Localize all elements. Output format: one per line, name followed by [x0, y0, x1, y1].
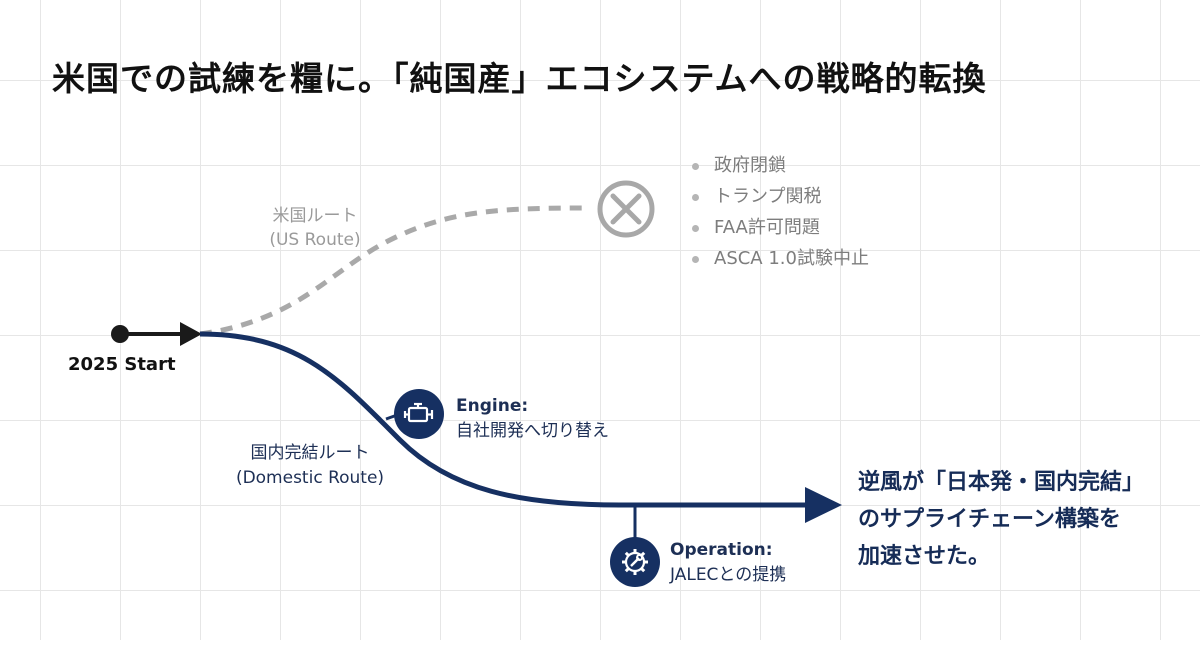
issue-item: 政府閉鎖	[692, 150, 869, 181]
gear-wrench-icon	[610, 537, 660, 587]
bullet-icon	[692, 194, 699, 201]
us-route-path	[199, 205, 591, 337]
engine-callout-title: Engine:	[456, 396, 529, 416]
blocked-x-icon	[597, 180, 655, 238]
start-marker	[111, 322, 202, 346]
operation-callout-detail: JALECとの提携	[670, 565, 787, 585]
issue-item: ASCA 1.0試験中止	[692, 243, 869, 274]
background-grid	[0, 0, 1200, 640]
domestic-route-label: 国内完結ルート (Domestic Route)	[210, 441, 410, 491]
engine-callout: Engine: 自社開発へ切り替え	[456, 394, 609, 444]
start-label: 2025 Start	[68, 354, 176, 375]
us-route-label-jp: 米国ルート	[272, 206, 358, 226]
result-line: 加速させた。	[858, 544, 991, 569]
page-title: 米国での試練を糧に。「純国産」エコシステムへの戦略的転換	[52, 59, 987, 98]
domestic-route-path	[199, 331, 808, 508]
domestic-route-arrowhead	[805, 487, 842, 523]
domestic-route-label-jp: 国内完結ルート	[250, 443, 370, 463]
engine-icon	[394, 389, 444, 439]
issue-item: トランプ関税	[692, 181, 869, 212]
domestic-route-label-en: (Domestic Route)	[235, 468, 385, 488]
bullet-icon	[692, 225, 699, 232]
operation-callout-title: Operation:	[670, 540, 773, 560]
operation-callout: Operation: JALECとの提携	[670, 538, 786, 588]
engine-callout-detail: 自社開発へ切り替え	[456, 421, 609, 441]
bullet-icon	[692, 256, 699, 263]
result-message: 逆風が「日本発・国内完結」 のサプライチェーン構築を 加速させた。	[858, 464, 1144, 575]
us-route-label: 米国ルート (US Route)	[240, 204, 390, 252]
issue-item: FAA許可問題	[692, 212, 869, 243]
bullet-icon	[692, 163, 699, 170]
us-route-label-en: (US Route)	[269, 230, 361, 250]
us-issues-list: 政府閉鎖 トランプ関税 FAA許可問題 ASCA 1.0試験中止	[692, 150, 869, 274]
result-line: 逆風が「日本発・国内完結」	[858, 470, 1145, 495]
result-line: のサプライチェーン構築を	[858, 507, 1121, 532]
